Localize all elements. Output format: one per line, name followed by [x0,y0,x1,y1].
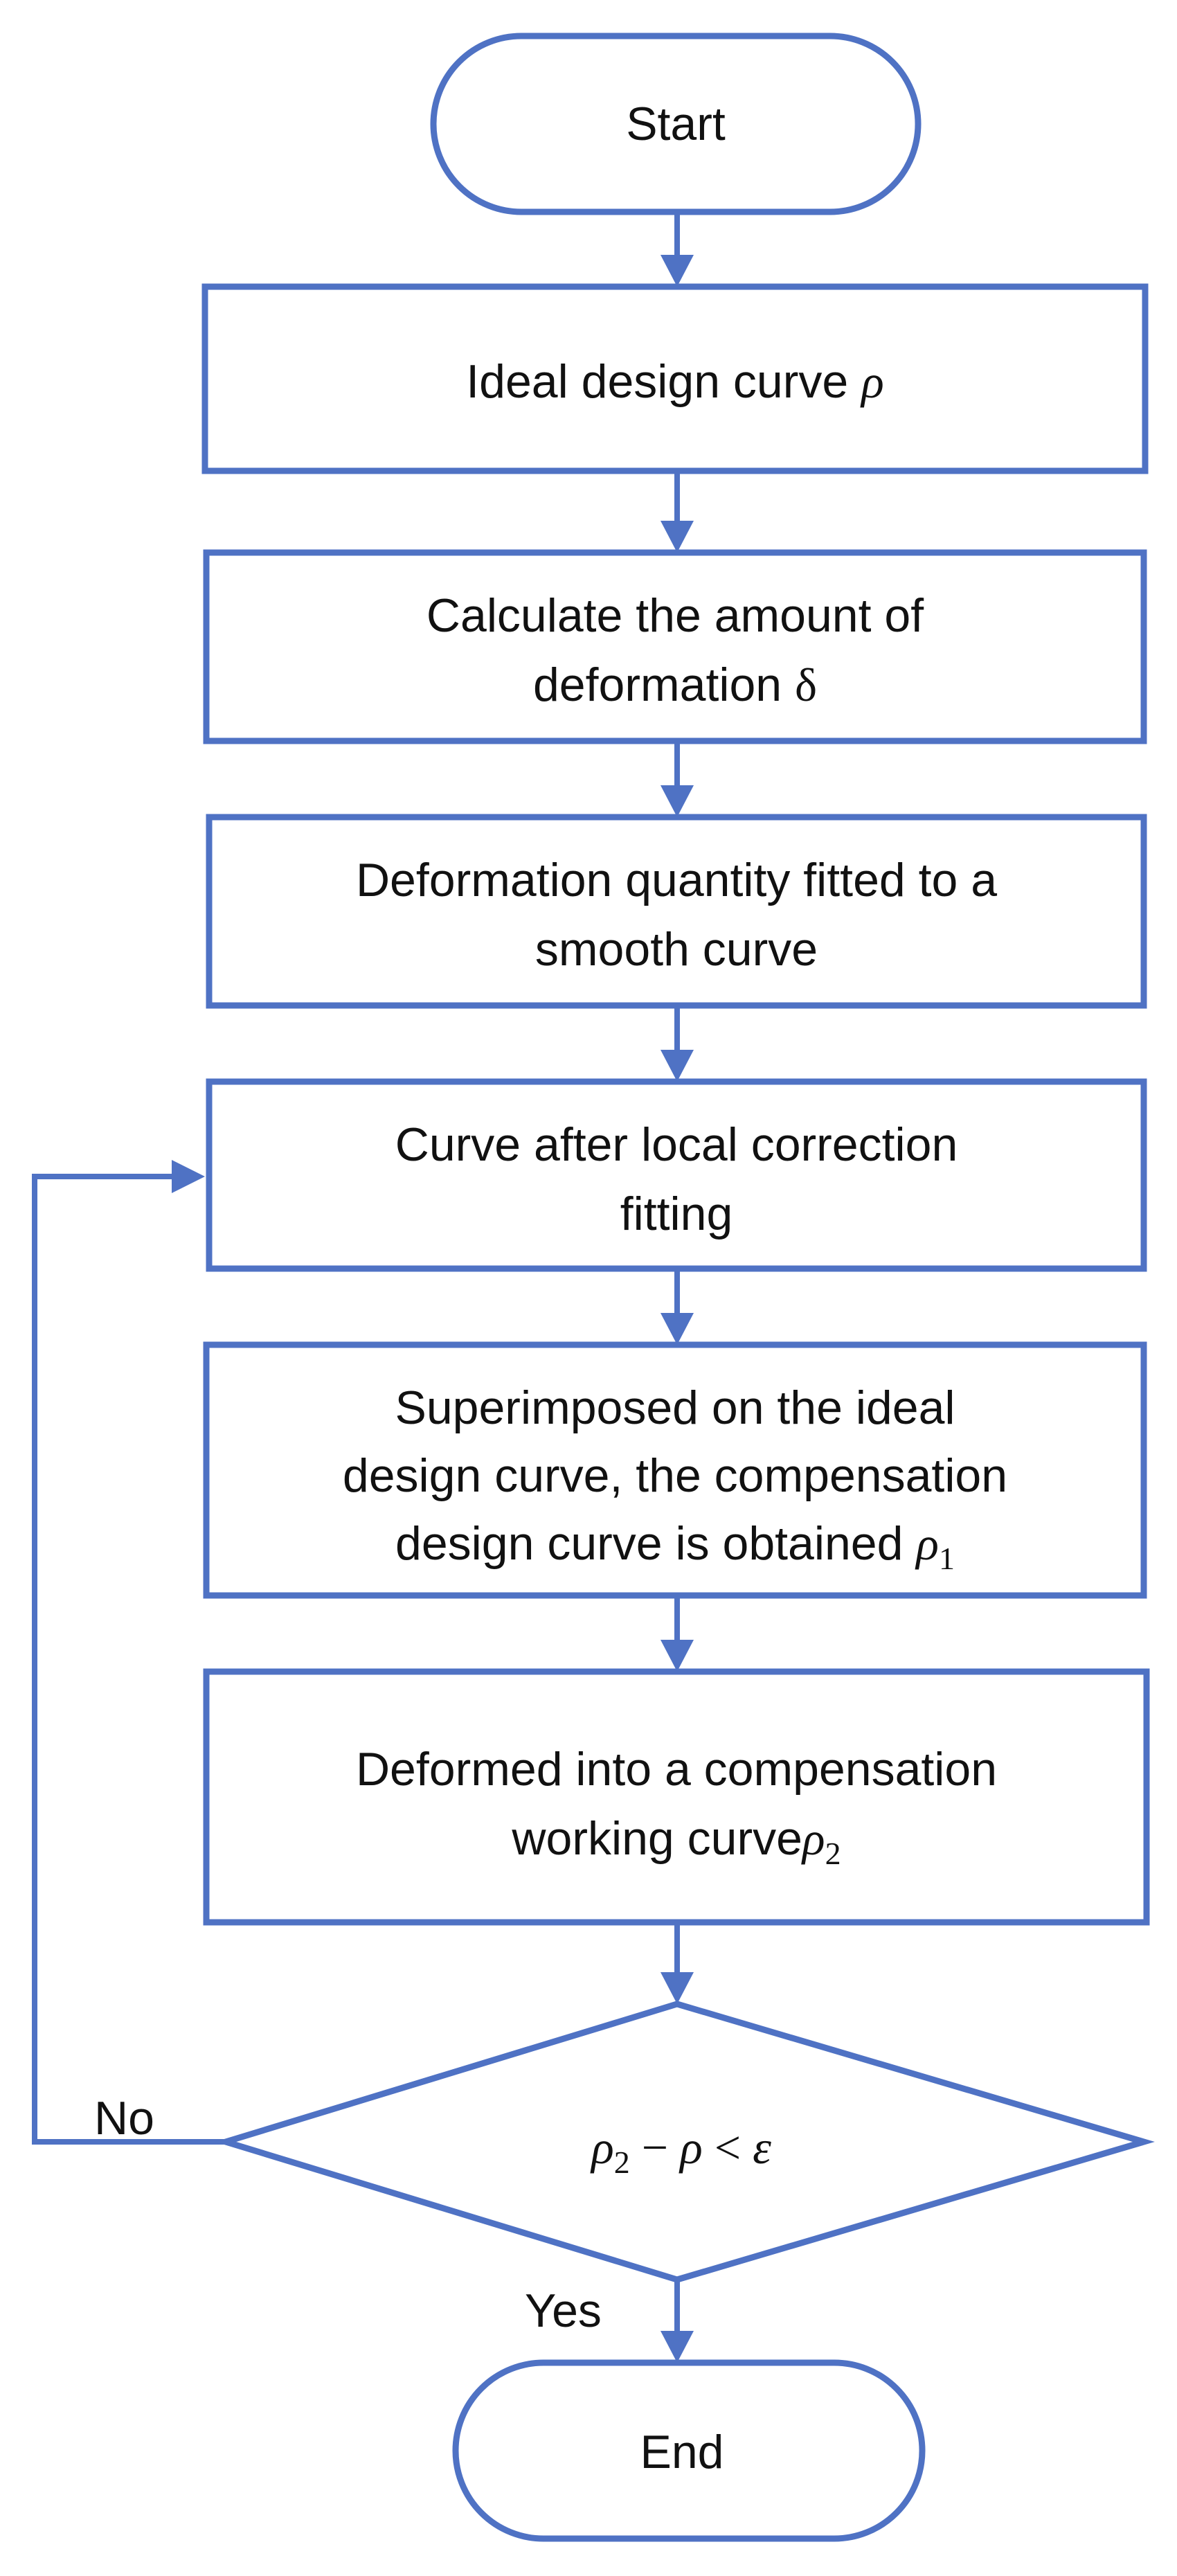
arrowhead-no-loop [172,1160,205,1193]
fit-smooth-curve-line1: Deformation quantity fitted to a [356,854,997,906]
cond-rho2-sub: 2 [614,2145,630,2180]
superimpose-line3: design curve is obtained ρ1 [395,1517,955,1576]
local-correction-line1: Curve after local correction [395,1118,958,1171]
rho2-subscript: 2 [825,1836,841,1871]
rho-symbol: ρ [860,355,884,408]
rho1-symbol: ρ [915,1517,939,1570]
end-label: End [640,2426,724,2478]
connectors [32,212,694,2363]
superimpose-box: Superimposed on the ideal design curve, … [203,1341,1147,1599]
ideal-design-curve-box: Ideal design curve ρ [201,283,1149,474]
calculate-deformation-line2: deformation δ [533,659,817,711]
arrowhead-superimpose [661,1313,694,1345]
decision-diamond: ρ2 − ρ < ε [215,2001,1155,2283]
cond-rho2: ρ [590,2121,614,2174]
arrowhead-fit [661,785,694,817]
fit-smooth-curve-shape [206,814,1147,1009]
end-shape [452,2359,926,2542]
arrowhead-calculate [661,521,694,553]
cond-rho: ρ [679,2121,703,2174]
superimpose-line1: Superimposed on the ideal [395,1381,955,1434]
delta-symbol: δ [795,659,817,711]
start-terminal: Start [430,33,922,215]
fit-smooth-curve-line2: smooth curve [535,923,818,976]
local-correction-shape [206,1078,1147,1272]
deform-working-curve-box: Deformed into a compensation working cur… [203,1668,1150,1926]
deform-working-curve-line1: Deformed into a compensation [356,1743,997,1796]
local-correction-line2: fitting [620,1188,733,1240]
end-terminal: End [452,2359,926,2542]
arrowhead-end [661,2331,694,2363]
calculate-deformation-line1: Calculate the amount of [426,589,924,642]
local-correction-box: Curve after local correction fitting [206,1078,1147,1272]
deform-working-curve-line2: working curveρ2 [511,1812,841,1871]
rho1-subscript: 1 [939,1541,955,1576]
ideal-design-curve-shape [201,283,1149,474]
cond-epsilon: ε [753,2121,771,2174]
no-label: No [94,2092,154,2145]
start-label: Start [626,98,726,150]
rho2-symbol: ρ [801,1812,825,1865]
arrowhead-correction [661,1050,694,1082]
arrowhead-ideal [661,255,694,287]
arrowhead-deform [661,1640,694,1672]
superimpose-shape [203,1341,1147,1599]
superimpose-line2: design curve, the compensation [343,1449,1007,1502]
fit-smooth-curve-box: Deformation quantity fitted to a smooth … [206,814,1147,1009]
start-shape [430,33,922,215]
ideal-design-curve-label: Ideal design curve ρ [466,355,883,408]
decision-condition: ρ2 − ρ < ε [590,2121,771,2180]
arrowhead-decision [661,1972,694,2004]
arrow-no-loop [32,1174,226,2145]
calculate-deformation-box: Calculate the amount of deformation δ [203,549,1147,744]
deform-working-curve-shape [203,1668,1150,1926]
calculate-deformation-shape [203,549,1147,744]
decision-shape [215,2001,1155,2283]
yes-label: Yes [525,2284,602,2337]
